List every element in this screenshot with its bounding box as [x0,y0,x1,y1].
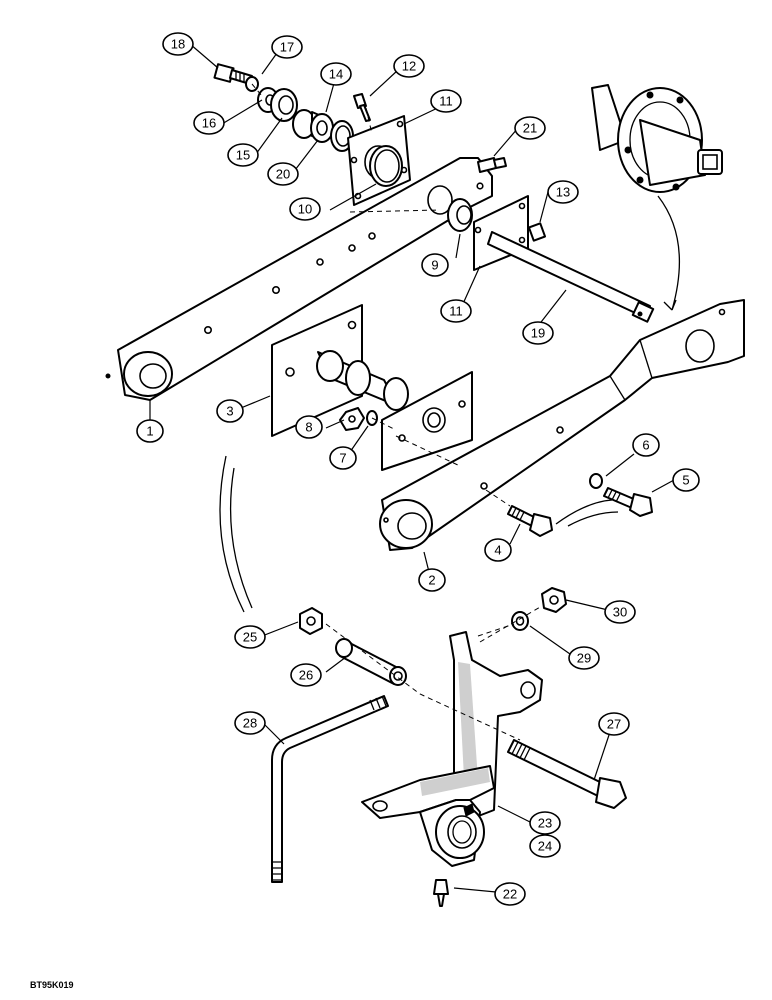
callout-label: 22 [503,887,517,902]
callout-11-top: 11 [430,89,462,113]
flange-part-15 [270,88,298,122]
callout-13: 13 [547,180,579,204]
ring-part-10 [369,145,403,187]
grease-fitting-part-21 [477,157,507,173]
callout-label: 17 [280,40,294,55]
hub-assembly [591,84,723,311]
grease-fitting-part-22 [433,879,449,907]
callout-15: 15 [227,143,259,167]
bolt-part-4 [507,505,553,537]
lower-arm-part-2 [379,299,745,551]
callout-29: 29 [568,646,600,670]
callout-label: 21 [523,121,537,136]
bracket-part-23 [361,631,543,867]
callout-label: 2 [428,573,435,588]
washer-part-6 [589,473,603,489]
nut-part-25 [299,607,323,635]
callout-label: 30 [613,605,627,620]
callout-label: 24 [538,839,552,854]
callout-label: 28 [243,716,257,731]
callout-30: 30 [604,600,636,624]
callout-4: 4 [484,538,512,562]
spacer-part-26 [335,638,407,686]
callout-label: 12 [402,59,416,74]
callout-28: 28 [234,711,266,735]
callout-7: 7 [329,446,357,470]
washer-part-29 [511,611,529,631]
leader-lines [149,43,675,893]
nut-part-8 [339,407,365,431]
callout-label: 13 [556,185,570,200]
callout-14: 14 [320,62,352,86]
callout-24: 24 [529,834,561,858]
callout-27: 27 [598,712,630,736]
callout-5: 5 [672,468,700,492]
callout-label: 15 [236,148,250,163]
callout-17: 17 [271,35,303,59]
pivot-plate-part-3 [271,304,409,437]
callout-label: 4 [494,543,501,558]
callout-label: 10 [298,202,312,217]
callout-label: 1 [146,424,153,439]
callout-label: 20 [276,167,290,182]
callout-label: 6 [642,438,649,453]
callout-label: 8 [305,420,312,435]
bolt-part-12 [353,93,371,122]
callout-label: 26 [299,668,313,683]
callout-9: 9 [421,253,449,277]
callout-23: 23 [529,811,561,835]
callout-label: 16 [202,116,216,131]
assembly-lines [219,83,619,741]
bolt-part-27 [507,739,627,809]
callout-16: 16 [193,111,225,135]
callout-25: 25 [234,625,266,649]
callout-26: 26 [290,663,322,687]
shaft-part-19 [473,195,655,323]
callout-label: 3 [226,404,233,419]
callout-label: 25 [243,630,257,645]
callout-20: 20 [267,162,299,186]
callout-1: 1 [136,419,164,443]
callout-19: 19 [522,321,554,345]
washer-part-9 [447,198,473,232]
bolt-part-5 [603,487,653,517]
callout-21: 21 [514,116,546,140]
callout-3: 3 [216,399,244,423]
callout-label: 29 [577,651,591,666]
callout-11-bottom: 11 [440,299,472,323]
callout-label: 5 [682,473,689,488]
callout-10: 10 [289,197,321,221]
callout-label: 7 [339,451,346,466]
callout-label: 27 [607,717,621,732]
callout-8: 8 [295,415,323,439]
nut-part-30 [541,587,567,613]
rod-part-28 [271,695,389,883]
callout-label: 11 [439,94,453,109]
nut-part-13 [527,222,547,242]
callout-label: 19 [531,326,545,341]
bushing-part-14 [292,109,334,143]
callout-18: 18 [162,32,194,56]
callout-label: 18 [171,37,185,52]
pivot-plate-part-3-rear [381,371,473,471]
callout-6: 6 [632,433,660,457]
callout-label: 23 [538,816,552,831]
callout-label: 9 [431,258,438,273]
callout-22: 22 [494,882,526,906]
callout-12: 12 [393,54,425,78]
upper-arm-part-1 [105,157,493,401]
figure-code: BT95K019 [30,980,74,990]
callout-label: 14 [329,67,343,82]
callout-label: 11 [449,304,463,319]
callout-2: 2 [418,568,446,592]
